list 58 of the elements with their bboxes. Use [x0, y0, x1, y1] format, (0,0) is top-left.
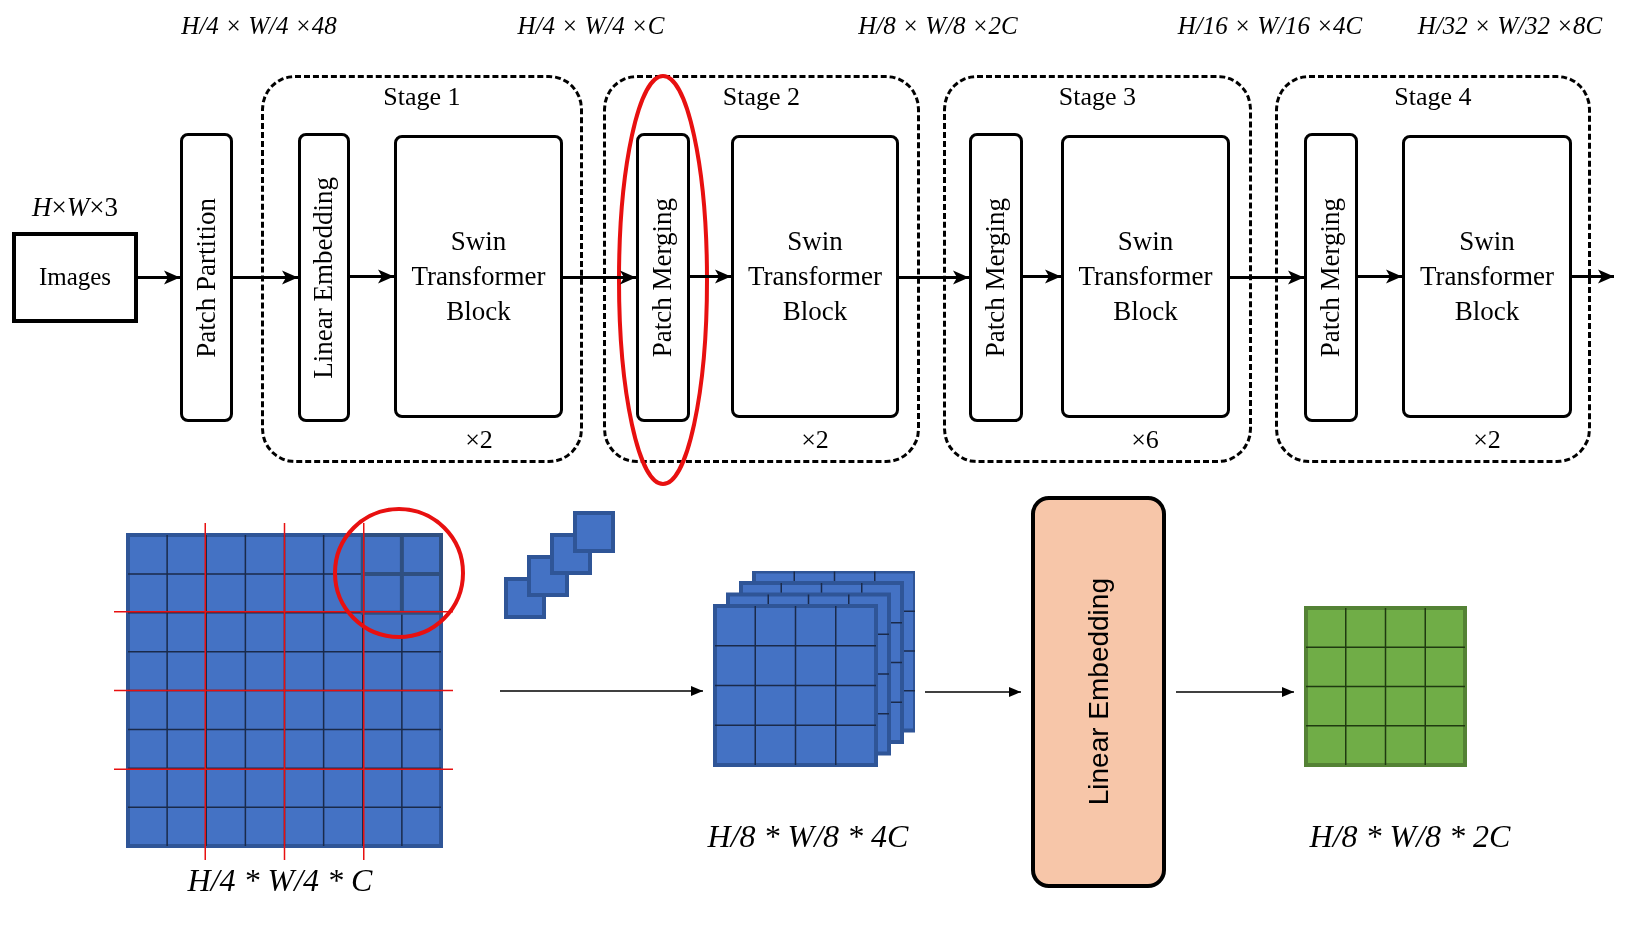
dimension-label: H/16 × W/16 ×4C: [1177, 12, 1363, 40]
stage-title: Stage 4: [1394, 82, 1472, 112]
box-label: Swin Transformer Block: [1077, 224, 1214, 329]
dimension-label: H×W×3: [32, 192, 118, 223]
stage-title: Stage 3: [1058, 82, 1137, 112]
dimension-label: H/4 × W/4 ×C: [517, 12, 665, 40]
arrow: [138, 270, 180, 285]
feature-grid-drawing: [1304, 606, 1467, 767]
arrow: [1358, 269, 1402, 284]
process-box: [731, 135, 899, 418]
box-label: Swin Transformer Block: [747, 224, 883, 329]
arrow: [499, 686, 704, 696]
box-label: Linear Embedding: [1082, 578, 1115, 806]
arrow: [1023, 269, 1061, 284]
box-label: Patch Merging: [646, 197, 679, 358]
box-label: Swin Transformer Block: [1419, 224, 1555, 329]
dimension-label: H/8 * W/8 * 2C: [1309, 818, 1511, 855]
repeat-count: ×2: [801, 425, 829, 455]
box-label: Linear Embedding: [307, 176, 340, 379]
process-box: [1061, 135, 1230, 418]
process-box: [1402, 135, 1572, 418]
process-box: [180, 133, 233, 422]
stage-title: Stage 2: [722, 82, 801, 112]
process-box: [1031, 496, 1166, 888]
image-box: [12, 232, 138, 323]
box-label: Patch Merging: [1314, 197, 1347, 358]
repeat-count: ×2: [465, 425, 493, 455]
stage-group: [943, 75, 1252, 463]
arrow: [350, 269, 394, 284]
repeat-count: ×2: [1473, 425, 1501, 455]
box-label: Swin Transformer Block: [410, 224, 547, 329]
dimension-label: H/4 * W/4 * C: [187, 862, 373, 899]
process-box: [636, 133, 690, 422]
process-box: [1304, 133, 1358, 422]
arrow: [899, 270, 969, 285]
process-box: [298, 133, 350, 422]
stacked-patch-grid-drawing: [713, 571, 915, 767]
process-box: [969, 133, 1023, 422]
arrow: [1230, 270, 1304, 285]
arrow: [233, 270, 298, 285]
stage-group: [1275, 75, 1591, 463]
repeat-count: ×6: [1131, 425, 1159, 455]
dimension-label: H/8 * W/8 * 4C: [707, 818, 909, 855]
stage-group: [261, 75, 583, 463]
arrow: [1572, 269, 1614, 284]
process-box: [394, 135, 563, 418]
dimension-label: H/4 × W/4 ×48: [181, 12, 337, 40]
arrow: [1175, 687, 1295, 697]
stage-title: Stage 1: [383, 82, 461, 112]
arrow: [690, 269, 731, 284]
dimension-label: H/32 × W/32 ×8C: [1417, 12, 1603, 40]
stage-group: [603, 75, 920, 463]
arrow: [924, 687, 1022, 697]
dimension-label: H/8 × W/8 ×2C: [858, 12, 1018, 40]
arrow: [563, 270, 636, 285]
box-label: Patch Partition: [189, 197, 222, 358]
box-label: Patch Merging: [979, 197, 1012, 358]
box-label: Images: [38, 262, 112, 293]
